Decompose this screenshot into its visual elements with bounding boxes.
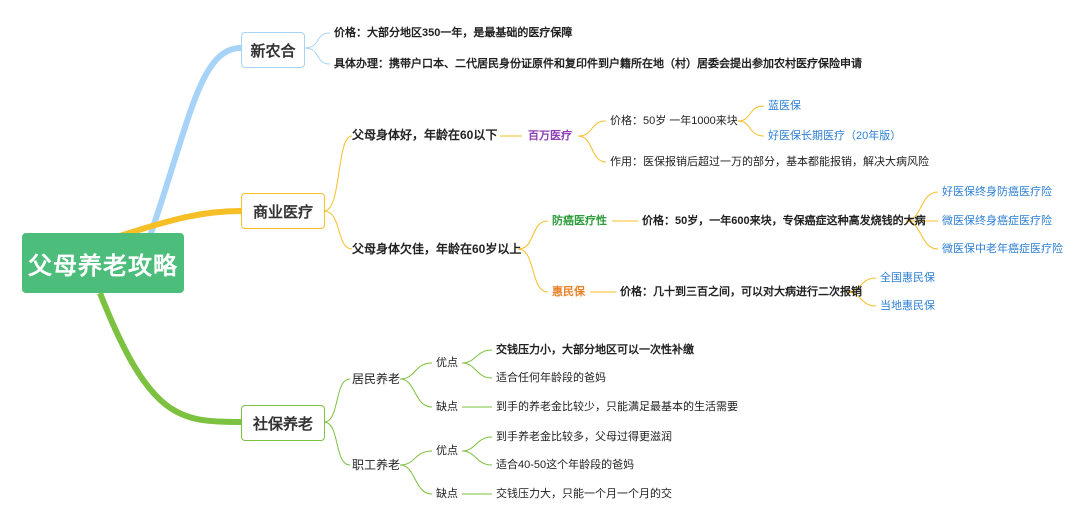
huiminbao[interactable]: 惠民保	[552, 286, 585, 298]
resident-pension[interactable]: 居民养老	[352, 372, 401, 386]
example-national-hmb[interactable]: 全国惠民保	[880, 272, 935, 284]
root-topic[interactable]: 父母养老攻略	[22, 233, 184, 293]
huiminbao-price[interactable]: 价格：几十到三百之间，可以对大病进行二次报销	[620, 286, 862, 298]
example-lanyibao[interactable]: 蓝医保	[768, 100, 801, 112]
resident-pro-2[interactable]: 适合任何年龄段的爸妈	[496, 372, 606, 384]
xnh-process[interactable]: 具体办理：携带户口本、二代居民身份证原件和复印件到户籍所在地（村）居委会提出参加…	[334, 58, 862, 70]
worker-cons-label[interactable]: 缺点	[436, 488, 458, 500]
resident-con[interactable]: 到手的养老金比较少，只能满足最基本的生活需要	[496, 401, 738, 413]
example-haoyibao-cancer[interactable]: 好医保终身防癌医疗险	[942, 186, 1052, 198]
xnh-price[interactable]: 价格：大部分地区350一年，是最基础的医疗保障	[334, 27, 573, 39]
topic-commercial-medical[interactable]: 商业医疗	[241, 193, 325, 229]
worker-pension[interactable]: 职工养老	[352, 458, 401, 472]
anticancer-medical[interactable]: 防癌医疗性	[552, 215, 607, 227]
million-medical-use[interactable]: 作用：医保报销后超过一万的部分，基本都能报销，解决大病风险	[610, 156, 929, 168]
example-weiyibao-elder[interactable]: 微医保中老年癌症医疗险	[942, 243, 1063, 255]
resident-pros-label[interactable]: 优点	[436, 357, 458, 369]
example-weiyibao-cancer[interactable]: 微医保终身癌症医疗险	[942, 215, 1052, 227]
example-local-hmb[interactable]: 当地惠民保	[880, 300, 935, 312]
worker-con[interactable]: 交钱压力大，只能一个月一个月的交	[496, 488, 672, 500]
resident-cons-label[interactable]: 缺点	[436, 401, 458, 413]
worker-pros-label[interactable]: 优点	[436, 445, 458, 457]
topic-xinnonghe[interactable]: 新农合	[241, 32, 305, 68]
topic-social-pension[interactable]: 社保养老	[241, 405, 325, 441]
syyl-good-label[interactable]: 父母身体好，年龄在60以下	[352, 128, 498, 142]
million-medical[interactable]: 百万医疗	[528, 130, 572, 142]
syyl-poor-label[interactable]: 父母身体欠佳，年龄在60岁以上	[352, 242, 522, 256]
resident-pro-1[interactable]: 交钱压力小，大部分地区可以一次性补缴	[496, 344, 694, 356]
worker-pro-1[interactable]: 到手养老金比较多，父母过得更滋润	[496, 431, 672, 443]
anticancer-price[interactable]: 价格：50岁，一年600来块，专保癌症这种高发烧钱的大病	[642, 215, 926, 227]
worker-pro-2[interactable]: 适合40-50这个年龄段的爸妈	[496, 459, 635, 471]
example-haoyibao-long[interactable]: 好医保长期医疗（20年版）	[768, 130, 902, 142]
million-medical-price[interactable]: 价格：50岁 一年1000来块	[610, 115, 738, 127]
